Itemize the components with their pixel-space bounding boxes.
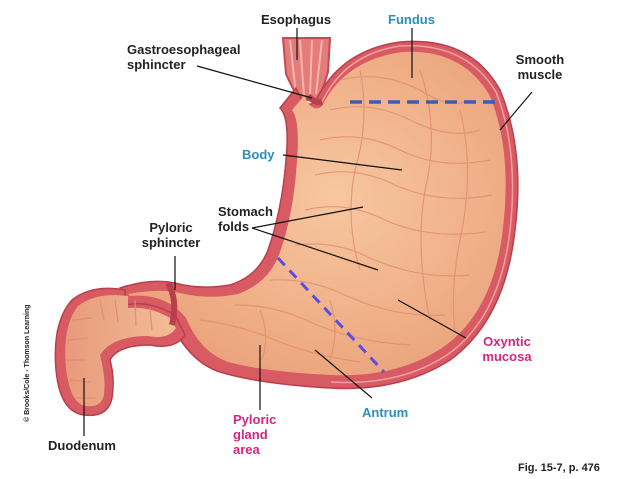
duodenum-folds <box>66 299 153 399</box>
mucosa-folds <box>199 69 493 363</box>
label-smooth-muscle: Smooth muscle <box>515 52 565 82</box>
label-body: Body <box>242 147 275 162</box>
label-duodenum: Duodenum <box>48 438 116 453</box>
label-pyloric-sphincter: Pyloric sphincter <box>141 220 201 250</box>
stomach-mucosa <box>128 51 506 376</box>
label-esophagus: Esophagus <box>261 12 332 27</box>
label-gastroesophageal-sphincter: Gastroesophageal sphincter <box>127 42 241 72</box>
pyloric-sphincter-band <box>165 281 178 326</box>
label-oxyntic-mucosa: Oxyntic mucosa <box>482 334 532 364</box>
antrum-boundary-line <box>276 256 386 374</box>
label-fundus: Fundus <box>388 12 435 27</box>
leader-lines <box>83 28 533 436</box>
label-antrum: Antrum <box>362 405 409 420</box>
label-pyloric-gland-area: Pyloric gland area <box>233 412 277 457</box>
copyright-credit: © Brooks/Cole - Thomson Learning <box>24 304 31 422</box>
figure-reference: Fig. 15-7, p. 476 <box>518 462 600 474</box>
label-stomach-folds: Stomach folds <box>218 204 273 234</box>
